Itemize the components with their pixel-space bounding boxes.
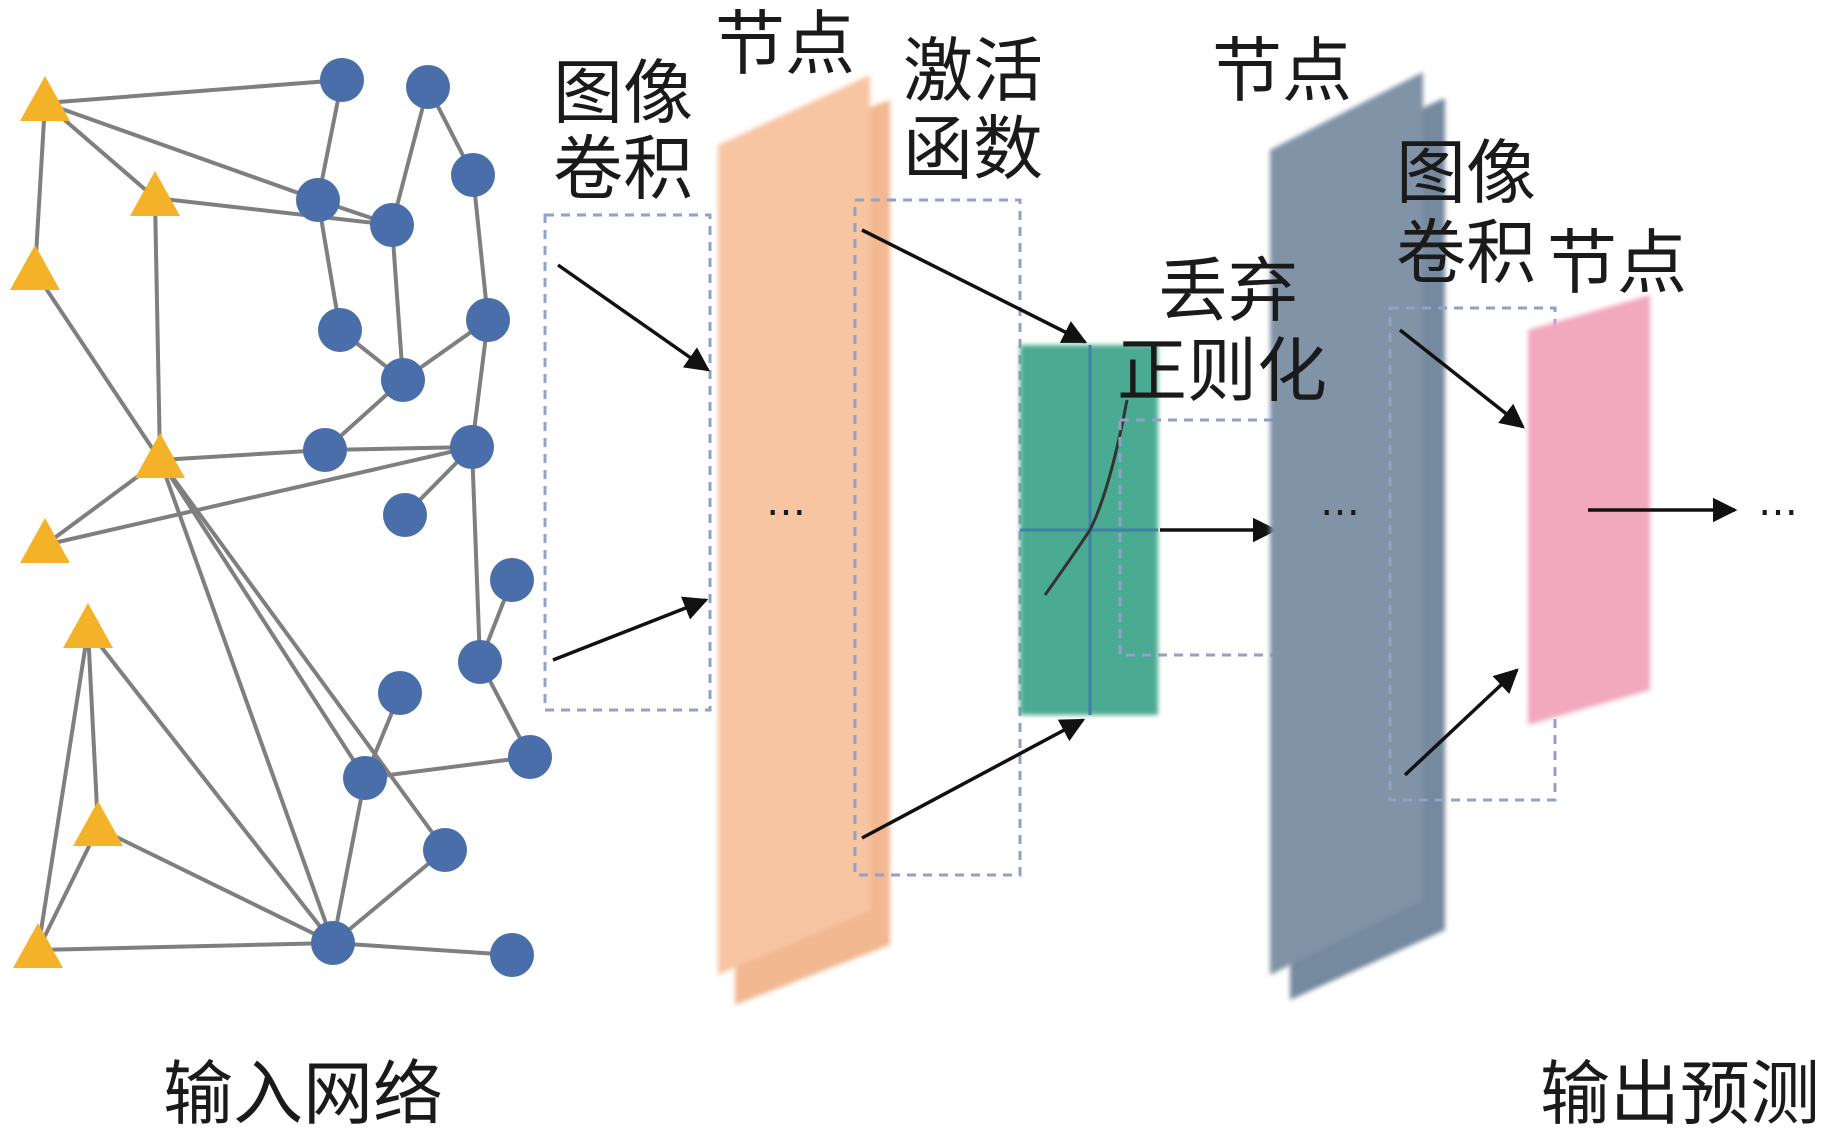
dropout-field-box [1118, 418, 1292, 657]
graph-edge [332, 941, 513, 957]
node2-label: 节点 [1212, 30, 1352, 112]
graph-circle-node [451, 153, 495, 197]
activation-arrow-bottom [861, 718, 1086, 840]
graph-circle-node [466, 298, 510, 342]
graph-edge [159, 448, 326, 462]
activation-label-line1: 激活 [903, 30, 1043, 112]
graph-edge [324, 445, 473, 452]
graph-triangle-node [63, 603, 113, 648]
graph-circle-node [318, 308, 362, 352]
graph-edge [86, 628, 335, 945]
graph-edge [44, 78, 343, 105]
activation-label-line2: 函数 [903, 108, 1043, 190]
graph-circle-node [296, 178, 340, 222]
conv1-input-arrow-top [556, 263, 711, 372]
conv1-label-line1: 图像 [553, 52, 693, 134]
node3-label: 节点 [1547, 222, 1687, 304]
graph-edge [33, 270, 162, 462]
graph-edge [97, 826, 334, 945]
output-prediction-label: 输出预测 [1540, 1053, 1820, 1133]
graph-edge [158, 458, 367, 780]
dropout-label-line2: 正则化 [1117, 330, 1327, 412]
output-ellipsis: … [1758, 479, 1798, 525]
graph-triangle-node [20, 518, 70, 563]
conv2-arrow-top [1398, 328, 1525, 429]
conv2-label-line1: 图像 [1396, 132, 1536, 214]
graph-edge [331, 777, 367, 944]
graph-circle-node [490, 558, 534, 602]
graph-circle-node [490, 933, 534, 977]
graph-edge [44, 101, 319, 202]
graph-edge [37, 941, 334, 952]
graph-edge [390, 224, 405, 381]
input-network-label: 输入网络 [163, 1053, 443, 1133]
graph-edge [44, 445, 473, 547]
graph-circle-node [458, 640, 502, 684]
graph-edge [33, 102, 47, 273]
conv1-receptive-field-box [543, 213, 712, 712]
graph-edge [158, 459, 335, 944]
graph-circle-node [383, 493, 427, 537]
graph-triangle-node [73, 801, 123, 846]
conv2-arrow-bottom [1403, 668, 1519, 777]
graph-triangle-node [13, 923, 63, 968]
conv1-label-line2: 卷积 [553, 128, 693, 210]
graph-triangle-node [20, 76, 70, 121]
node-layer-1-ellipsis: … [766, 479, 806, 525]
graph-edge [364, 755, 531, 780]
graph-triangle-node [135, 433, 185, 478]
graph-circle-node [508, 735, 552, 779]
graph-edge [36, 827, 100, 951]
conv2-field-box [1388, 306, 1557, 802]
dropout-label-line1: 丢弃 [1158, 250, 1298, 332]
graph-circle-node [378, 671, 422, 715]
graph-edge [154, 196, 393, 227]
graph-nodes [10, 58, 552, 977]
node-layer-2-front [1270, 72, 1423, 975]
activation-curve [1043, 399, 1129, 596]
graph-circle-node [311, 921, 355, 965]
graph-circle-node [450, 425, 494, 469]
graph-triangle-node [130, 171, 180, 216]
graph-circle-node [370, 203, 414, 247]
graph-edge [86, 629, 100, 829]
graph-edge [470, 446, 482, 663]
activation-arrow-top [861, 228, 1088, 344]
conv1-input-arrow-bottom [552, 596, 709, 662]
graph-circle-node [343, 756, 387, 800]
graph-edge [471, 174, 490, 321]
node-layer-2-ellipsis: … [1320, 479, 1360, 525]
graph-circle-node [320, 58, 364, 102]
conv2-label-line2: 卷积 [1396, 212, 1536, 294]
graph-edge [36, 629, 90, 951]
graph-triangle-node [10, 245, 60, 290]
graph-circle-node [381, 358, 425, 402]
graph-circle-node [303, 428, 347, 472]
graph-edge [153, 197, 162, 461]
graph-circle-node [423, 828, 467, 872]
graph-edge [390, 86, 430, 226]
graph-edge [331, 848, 447, 945]
node-layer-1-front [718, 75, 870, 975]
graph-circle-node [406, 65, 450, 109]
graph-edge [158, 458, 447, 852]
node1-label: 节点 [715, 3, 855, 85]
